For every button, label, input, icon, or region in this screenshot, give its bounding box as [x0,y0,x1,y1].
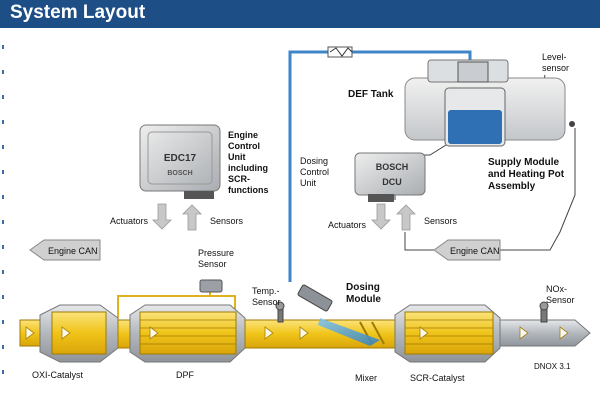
ecu-chip-label: EDC17 [164,153,197,164]
oxi-catalyst-label: OXI-Catalyst [32,370,84,380]
engine-can-arrow-right [433,239,501,261]
pressure-sensor-label: Pressure Sensor [198,248,237,269]
engine-can-left-label: Engine CAN [48,246,98,256]
actuators-left-label: Actuators [110,216,149,226]
nox-sensor-probe [539,301,549,323]
def-line-connector [327,46,353,58]
temp-sensor-probe [275,301,285,323]
sensors-left-label: Sensors [210,216,244,226]
scr-catalyst-label: SCR-Catalyst [410,373,465,383]
ecu-brand-label: BOSCH [167,170,192,177]
dcu-box [354,152,426,202]
page-title: System Layout [10,2,146,23]
engine-can-arrow-left [29,239,101,261]
engine-can-right-label: Engine CAN [450,246,500,256]
dosing-module [297,284,380,346]
ecu-label: Engine Control Unit including SCR- funct… [228,130,271,195]
sensors-right-label: Sensors [424,216,458,226]
dpf-label: DPF [176,370,195,380]
temp-sensor-label: Temp.- Sensor [252,286,282,307]
nox-sensor-label: NOx- Sensor [546,284,575,305]
slide-edge-ticks [2,45,4,374]
dnox-label: DNOX 3.1 [534,362,571,371]
level-sensor-label: Level- sensor [542,52,569,73]
ecu-box [139,124,221,199]
dcu-brand-label: BOSCH [376,162,409,172]
pressure-sensor-device [199,279,223,293]
actuators-right-label: Actuators [328,220,367,230]
def-tank-label: DEF Tank [348,89,394,100]
title-bar: System Layout [0,0,600,28]
mixer-label: Mixer [355,373,377,383]
supply-module-label: Supply Module and Heating Pot Assembly [488,157,567,192]
actuator-sensor-arrows [152,203,416,231]
exhaust-system [19,304,591,363]
dosing-module-label: Dosing Module [346,282,383,305]
dcu-label: Dosing Control Unit [300,156,332,188]
dcu-chip-label: DCU [382,177,402,187]
def-tank [404,59,575,147]
